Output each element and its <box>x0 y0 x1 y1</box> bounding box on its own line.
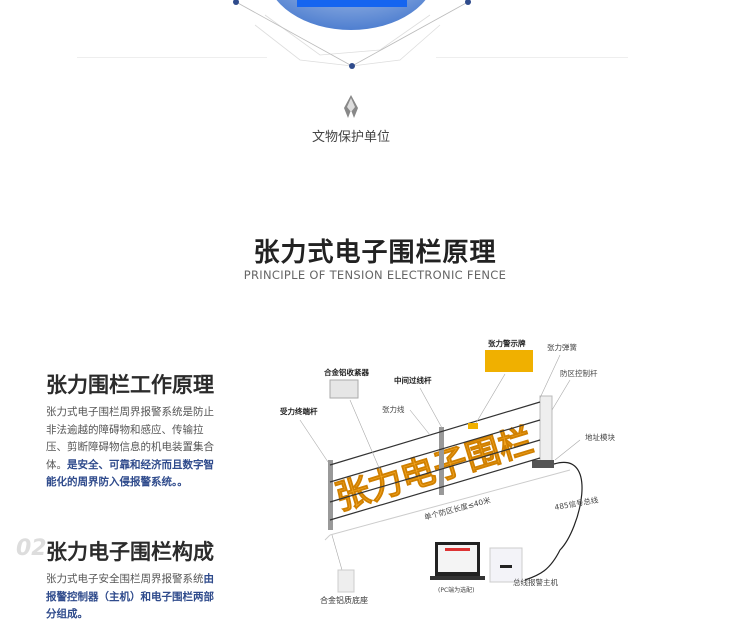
hub-banner <box>297 0 407 7</box>
section-subtitle: PRINCIPLE OF TENSION ELECTRONIC FENCE <box>243 268 507 282</box>
tightener-icon <box>329 379 359 399</box>
node-dot <box>349 63 355 69</box>
node-dot <box>233 0 239 5</box>
heritage-label: 文物保护单位 <box>311 130 390 145</box>
hub-image <box>276 0 426 30</box>
middle-post <box>439 427 444 495</box>
block-text: 张力式电子安全围栏周界报警系统由报警控制器（主机）和电子围栏两部分组成。 <box>46 573 214 620</box>
section-title: 张力式电子围栏原理 <box>253 238 497 268</box>
warning-sign <box>485 350 533 372</box>
block-text: 张力式电子围栏周界报警系统是防止非法逾越的障碍物和感应、传输拉压、剪断障碍物信息… <box>46 406 214 488</box>
control-post <box>539 395 553 465</box>
label-address-module: 地址模块 <box>585 432 615 442</box>
divider <box>77 57 267 58</box>
node-dot <box>465 0 471 5</box>
label-middle-post: 中间过线杆 <box>394 375 432 385</box>
banner-text: 张力电子围栏 <box>331 421 538 519</box>
label-tightener: 合金铝收紧器 <box>324 367 369 377</box>
divider <box>436 57 628 58</box>
hub-graphic <box>233 0 471 69</box>
bracket-icon <box>337 569 355 593</box>
label-zone-length: 单个防区长度≤40米 <box>423 494 492 521</box>
label-bus: 485信号总线 <box>554 494 600 512</box>
label-host: 总线报警主机 <box>513 577 558 587</box>
label-control-post: 防区控制杆 <box>560 368 598 378</box>
label-spring: 张力弹簧 <box>547 342 577 352</box>
label-terminal-post: 受力终端杆 <box>280 406 318 416</box>
block-number: 02 <box>16 536 47 561</box>
block-heading: 张力围栏工作原理 <box>46 373 214 397</box>
label-wire: 张力线 <box>382 404 405 414</box>
label-warning-sign: 张力警示牌 <box>488 338 526 348</box>
heritage-icon <box>344 95 358 118</box>
label-pc: (PC端为选配) <box>438 586 475 594</box>
block-heading: 张力电子围栏构成 <box>46 540 214 564</box>
fence-diagram: 张力电子围栏 张力警示牌 张力弹簧 防区控制杆 合金铝收紧器 中间过线杆 受力终… <box>280 338 615 605</box>
address-module <box>532 460 554 468</box>
terminal-post <box>328 460 333 530</box>
label-bracket: 合金铝质底座 <box>320 595 368 605</box>
